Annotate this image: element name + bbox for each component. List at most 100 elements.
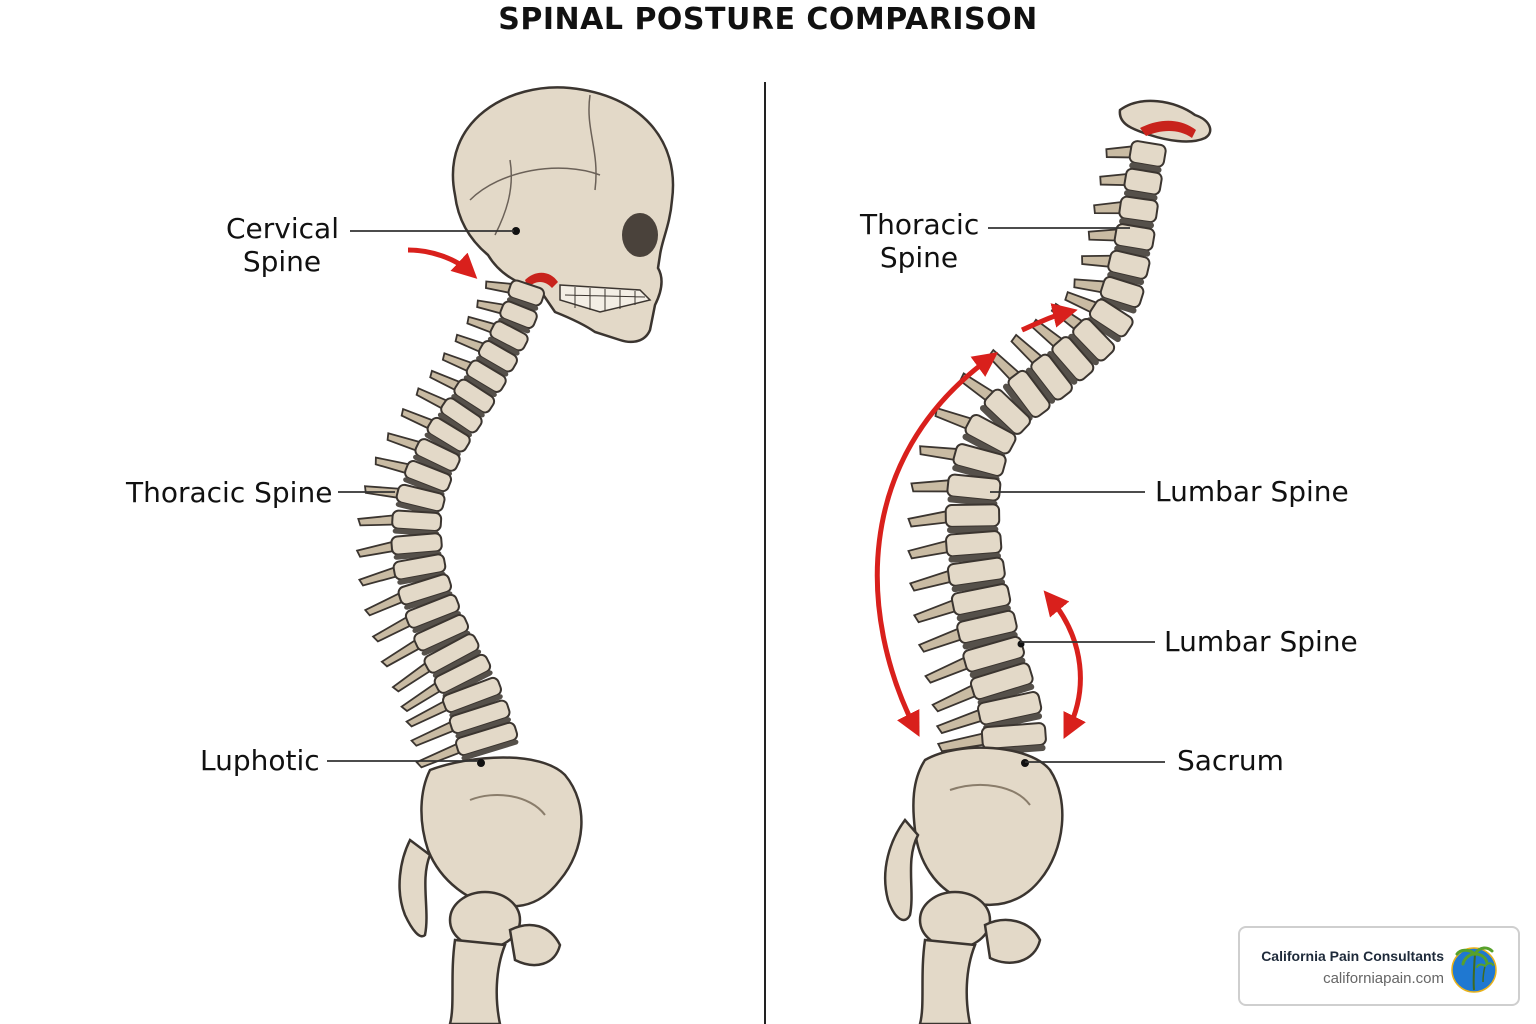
intervertebral-disc xyxy=(1068,333,1099,366)
vertebral-body xyxy=(945,530,1003,558)
intervertebral-disc xyxy=(451,394,485,418)
intervertebral-disc xyxy=(507,297,539,311)
intervertebral-disc xyxy=(461,739,519,761)
intervertebral-disc xyxy=(1099,297,1137,314)
globe-palm-tree-icon xyxy=(1451,946,1497,993)
vertebral-body xyxy=(1088,298,1134,338)
label-lumbar-spine-upper: Lumbar Spine xyxy=(1155,475,1349,508)
intervertebral-disc xyxy=(449,694,503,718)
vertebral-body xyxy=(465,359,507,393)
vertebra xyxy=(1073,275,1145,314)
brand-name: California Pain Consultants xyxy=(1261,948,1444,964)
vertebra xyxy=(357,553,447,587)
vertebral-body xyxy=(391,509,443,532)
vertebra xyxy=(441,352,507,397)
vertebral-body xyxy=(397,573,452,606)
vertebra xyxy=(400,407,471,457)
small-upper-arrow xyxy=(1020,303,1078,333)
vertebra xyxy=(400,653,493,713)
page-title: SPINAL POSTURE COMPARISON xyxy=(498,2,1038,37)
vertebral-body xyxy=(392,553,447,581)
intervertebral-disc xyxy=(1107,271,1145,286)
vertebral-body xyxy=(413,614,469,652)
vertebra xyxy=(1010,333,1073,404)
right-inflamed-joint xyxy=(1140,120,1196,138)
left-neck-arrow xyxy=(407,247,478,279)
brand-url: californiapain.com xyxy=(1323,970,1444,987)
intervertebral-disc xyxy=(393,551,442,560)
vertebra xyxy=(429,369,496,418)
vertebra xyxy=(1105,140,1167,174)
label-lumbar-spine-lower: Lumbar Spine xyxy=(1164,625,1358,658)
intervertebral-disc xyxy=(487,336,520,356)
intervertebral-disc xyxy=(498,317,531,334)
vertebra xyxy=(357,509,443,537)
vertebral-body xyxy=(1030,353,1073,401)
vertebral-body xyxy=(1007,369,1051,418)
vertebra xyxy=(907,503,1001,534)
vertebral-body xyxy=(426,416,471,453)
vertebral-body xyxy=(1051,336,1095,382)
vertebral-body xyxy=(453,378,496,414)
vertebra xyxy=(405,676,503,728)
vertebra xyxy=(1064,290,1134,343)
vertebra xyxy=(1081,249,1151,286)
left-inflamed-joint xyxy=(525,272,558,288)
intervertebral-disc xyxy=(413,454,453,477)
intervertebral-disc xyxy=(432,649,482,678)
intervertebral-disc xyxy=(412,611,461,634)
intervertebral-disc xyxy=(1047,351,1078,385)
vertebra xyxy=(386,432,461,477)
left-skeleton xyxy=(327,86,675,1024)
label-kyphotic: Luphotic xyxy=(200,744,320,777)
label-cervical-line2: Spine xyxy=(242,245,322,278)
left-vertebral-column xyxy=(355,279,545,769)
label-cervical-spine: Cervical Spine xyxy=(226,212,339,278)
vertebral-body xyxy=(1072,318,1116,362)
left-pelvis xyxy=(398,756,583,1024)
vertebral-body xyxy=(944,503,1001,528)
vertebra xyxy=(454,333,518,377)
vertebral-body xyxy=(1123,167,1163,196)
vertebral-body xyxy=(433,653,492,694)
vertebral-body xyxy=(390,532,443,556)
vertebra xyxy=(484,279,545,311)
vertebra xyxy=(415,387,483,438)
intervertebral-disc xyxy=(421,630,471,656)
vertebral-body xyxy=(489,320,529,352)
label-thoracic-right-line2: Spine xyxy=(879,241,959,274)
intervertebral-disc xyxy=(1025,367,1056,404)
skull xyxy=(451,86,675,344)
right-pelvis xyxy=(884,746,1064,1024)
vertebra xyxy=(1093,195,1159,229)
intervertebral-disc xyxy=(1086,317,1121,343)
vertebra xyxy=(1030,318,1095,385)
vertebral-body xyxy=(1118,195,1159,224)
brand-badge: California Pain Consultants californiapa… xyxy=(1238,926,1520,1006)
vertebra xyxy=(410,699,511,747)
vertebral-body xyxy=(1107,249,1151,280)
label-sacrum: Sacrum xyxy=(1177,744,1284,777)
vertebral-body xyxy=(499,300,538,330)
intervertebral-disc xyxy=(1129,162,1162,174)
intervertebral-disc xyxy=(1002,383,1033,422)
vertebra xyxy=(1099,167,1163,201)
vertebra xyxy=(466,315,529,356)
vertebra xyxy=(380,614,471,668)
intervertebral-disc xyxy=(463,375,497,397)
vertebra xyxy=(391,633,482,693)
vertebra xyxy=(355,532,443,560)
label-thoracic-right-line1: Thoracic xyxy=(860,208,980,241)
intervertebral-disc xyxy=(1123,190,1158,201)
intervertebral-disc xyxy=(1114,245,1151,257)
intervertebral-disc xyxy=(1119,218,1154,229)
vertebral-body xyxy=(423,633,480,674)
intervertebral-disc xyxy=(424,432,461,457)
label-thoracic-spine-right: Thoracic Spine xyxy=(860,208,980,274)
vertebral-body xyxy=(1099,275,1145,309)
vertebral-body xyxy=(448,699,511,735)
right-skeleton xyxy=(874,99,1212,1024)
vertebral-body xyxy=(507,279,545,307)
intervertebral-disc xyxy=(404,591,453,610)
